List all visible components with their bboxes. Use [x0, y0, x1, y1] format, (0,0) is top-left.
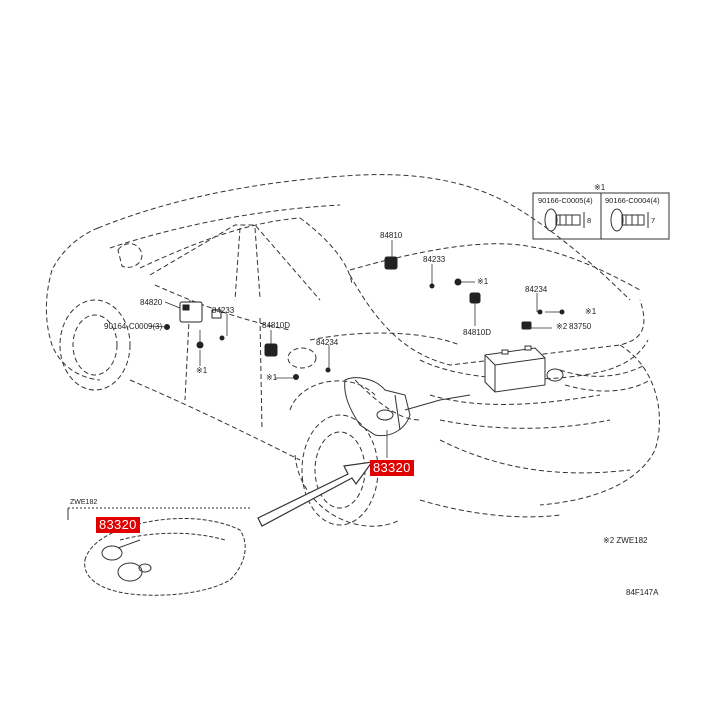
inset-fuel-pump-shape: [101, 539, 152, 582]
legend-title: ※1: [594, 183, 606, 192]
callout-x1-left-bottom: ※1: [266, 373, 278, 382]
leader-lines: [149, 240, 560, 458]
legend-part-b-qty: (4): [650, 196, 660, 205]
legend-dim-a: 8: [587, 216, 592, 225]
highlight-part-83320: 83320: [370, 460, 414, 476]
callout-84233-left: 84233: [212, 306, 235, 315]
callout-84810d-right: 84810D: [463, 328, 492, 337]
callout-84810-top: 84810: [380, 231, 403, 240]
figure-id: 84F147A: [626, 588, 659, 597]
model-note: ※2 ZWE182: [603, 536, 648, 545]
pointer-arrow: [257, 461, 374, 527]
connector-shapes: [164, 256, 565, 380]
legend-part-a-number: 90166-C0005: [538, 196, 584, 205]
legend-dim-b: 7: [651, 216, 656, 225]
callout-90164-qty: (3): [152, 322, 163, 331]
inset-box-shape: [67, 507, 250, 520]
legend-part-b: 90166-C0004(4): [605, 196, 660, 206]
callout-83750: 83750: [569, 322, 592, 331]
callout-84234-right: 84234: [525, 285, 548, 294]
callout-x1-center: ※1: [477, 277, 489, 286]
callout-84820: 84820: [140, 298, 163, 307]
legend-box-shape: [532, 192, 670, 240]
callout-x1-right: ※1: [585, 307, 597, 316]
fuel-tank-shape: [84, 518, 246, 596]
rear-light-shape: [546, 368, 564, 382]
callout-84810d-left: 84810D: [262, 321, 291, 330]
inset-title: ZWE182: [70, 499, 98, 506]
inset-highlight-part-83320: 83320: [96, 517, 140, 533]
legend-part-b-number: 90166-C0004: [605, 196, 651, 205]
fuel-pump-on-car: [344, 377, 471, 437]
callout-90164: 90164-C0009(3): [104, 322, 162, 332]
callout-84233-center: 84233: [423, 255, 446, 264]
callout-x2-right: ※2: [556, 322, 568, 331]
battery-shape: [484, 345, 546, 393]
callout-90164-number: 90164-C0009: [104, 322, 153, 331]
callout-x1-left-mid: ※1: [196, 366, 208, 375]
car-body-outline: [45, 174, 660, 527]
callout-84234-left: 84234: [316, 338, 339, 347]
legend-part-a: 90166-C0005(4): [538, 196, 593, 206]
legend-part-a-qty: (4): [583, 196, 593, 205]
